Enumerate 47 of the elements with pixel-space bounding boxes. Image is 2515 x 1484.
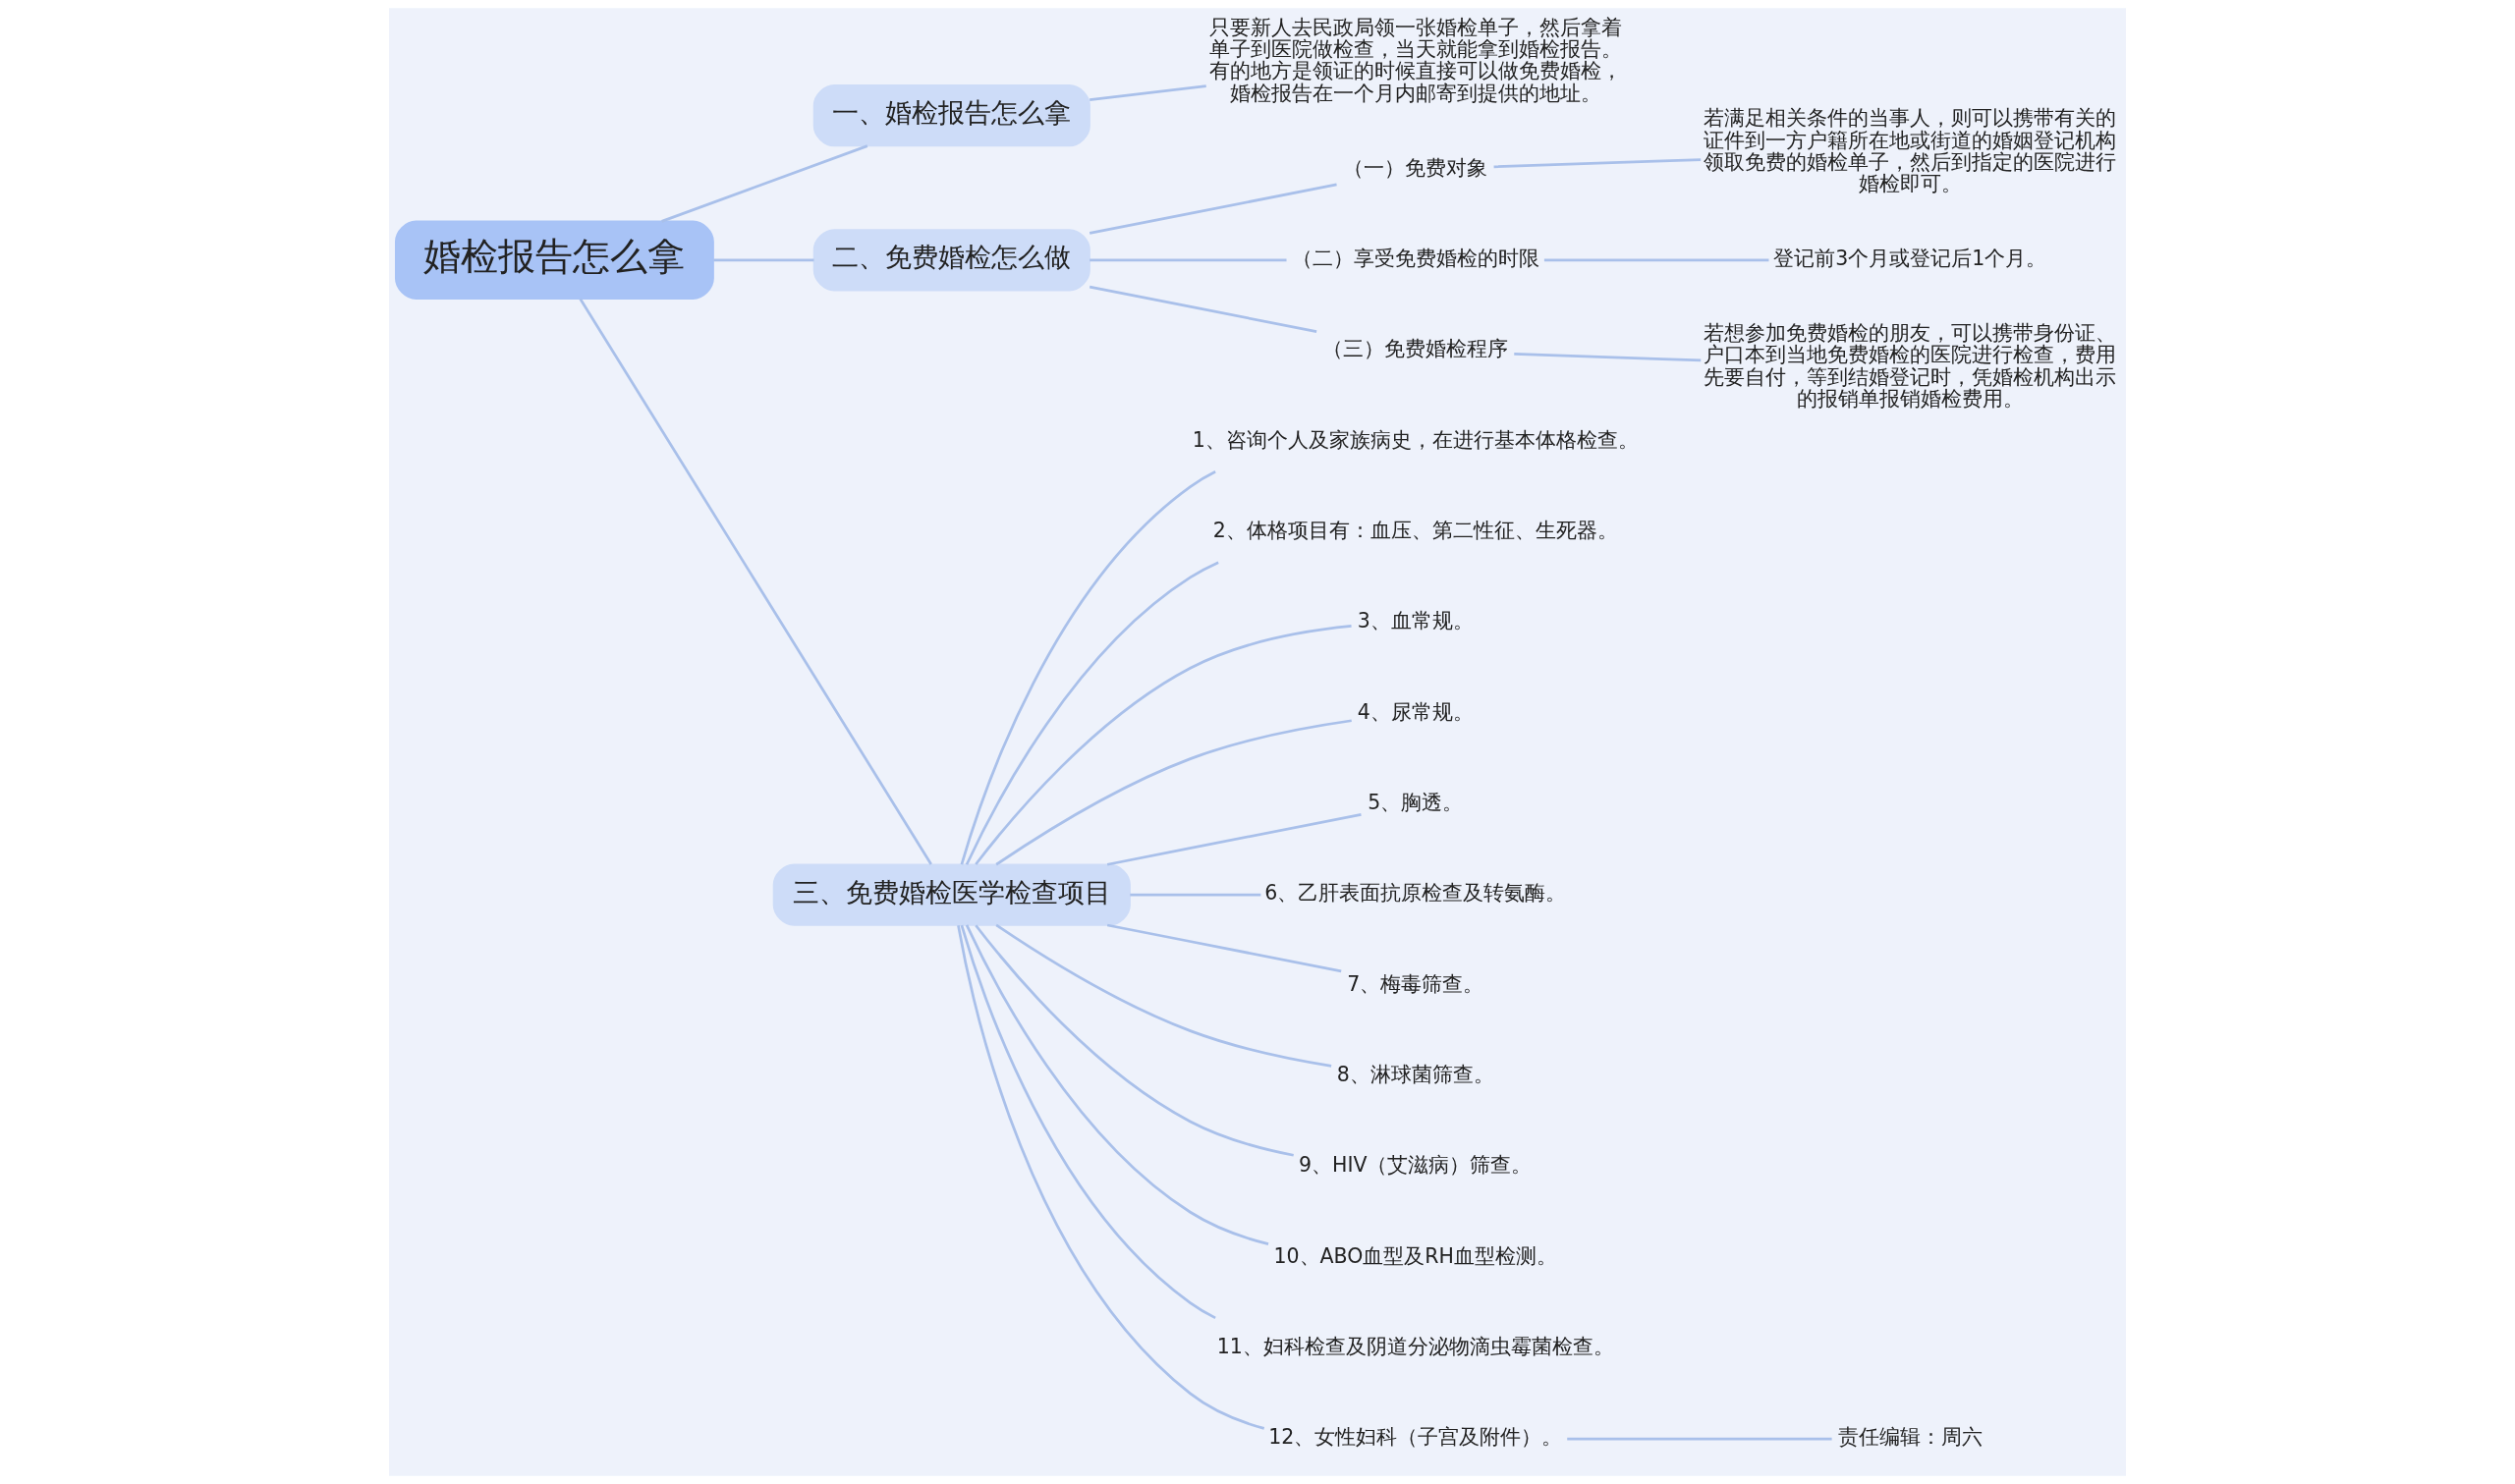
connector [975, 625, 1352, 865]
connector [1089, 183, 1337, 235]
node-text: （二）享受免费婚检的时限 [1291, 247, 1539, 271]
node-text: 8、淋球菌筛查。 [1336, 1063, 1494, 1087]
node-text: 只要新人去民政局领一张婚检单子，然后拿着单子到医院做检查，当天就能拿到婚检报告。有的地方是领证的时候直接可以做免费婚检，婚检报告在一个月内邮寄到提供的地址。 [1208, 15, 1622, 105]
node-text: 10、ABO血型及RH血型检测。 [1273, 1243, 1558, 1268]
connector [960, 924, 1216, 1320]
node-text: 7、梅毒筛查。 [1347, 971, 1484, 996]
connector [1090, 258, 1287, 262]
node-box: 二、免费婚检怎么做 [812, 229, 1090, 292]
node-text: 11、妇科检查及阴道分泌物滴虫霉菌检查。 [1216, 1335, 1614, 1359]
connector [1493, 158, 1702, 169]
connector [995, 719, 1352, 866]
connector [1106, 923, 1342, 973]
connector [1130, 893, 1261, 897]
connector [995, 923, 1332, 1068]
connector [1089, 285, 1317, 333]
connector [960, 470, 1216, 865]
node-text: 12、女性妇科（子宫及附件）。 [1268, 1425, 1563, 1450]
node-text: 9、HIV（艾滋病）筛查。 [1298, 1153, 1533, 1178]
connector [965, 924, 1269, 1245]
node-text: （一）免费对象 [1343, 155, 1488, 180]
connector [713, 258, 814, 262]
connector [661, 144, 868, 223]
connector [1567, 1437, 1832, 1441]
node-text: 1、咨询个人及家族病史，在进行基本体格检查。 [1192, 427, 1639, 452]
node-text: 6、乙肝表面抗原检查及转氨酶。 [1264, 881, 1567, 906]
node-text: 4、尿常规。 [1357, 699, 1474, 724]
node-text: 责任编辑：周六 [1837, 1425, 1983, 1450]
connector [1514, 353, 1702, 362]
connector [965, 561, 1219, 865]
node-text: 2、体格项目有：血压、第二性征、生死器。 [1212, 519, 1618, 543]
node-text: 若满足相关条件的当事人，则可以携带有关的证件到一方户籍所在地或街道的婚姻登记机构领取免费的婚检单子，然后到指定的医院进行婚检即可。 [1704, 106, 2117, 195]
node-text: 5、胸透。 [1368, 791, 1464, 815]
node-text: （三）免费婚检程序 [1322, 337, 1509, 361]
node-box: 一、婚检报告怎么拿 [812, 84, 1090, 147]
connector [579, 298, 932, 865]
connector [957, 924, 1265, 1430]
node-text: 登记前3个月或登记后1个月。 [1773, 247, 2047, 271]
node-box: 婚检报告怎么拿 [395, 220, 714, 300]
connector [1090, 84, 1206, 101]
node-text: 3、血常规。 [1357, 609, 1474, 633]
connector [975, 924, 1294, 1157]
node-box: 三、免费婚检医学检查项目 [772, 863, 1131, 926]
connector [1543, 258, 1769, 262]
node-text: 若想参加免费婚检的朋友，可以携带身份证、户口本到当地免费婚检的医院进行检查，费用先要自付，等到结婚登记时，凭婚检机构出示的报销单报销婚检费用。 [1704, 321, 2117, 411]
connector [1106, 812, 1362, 866]
